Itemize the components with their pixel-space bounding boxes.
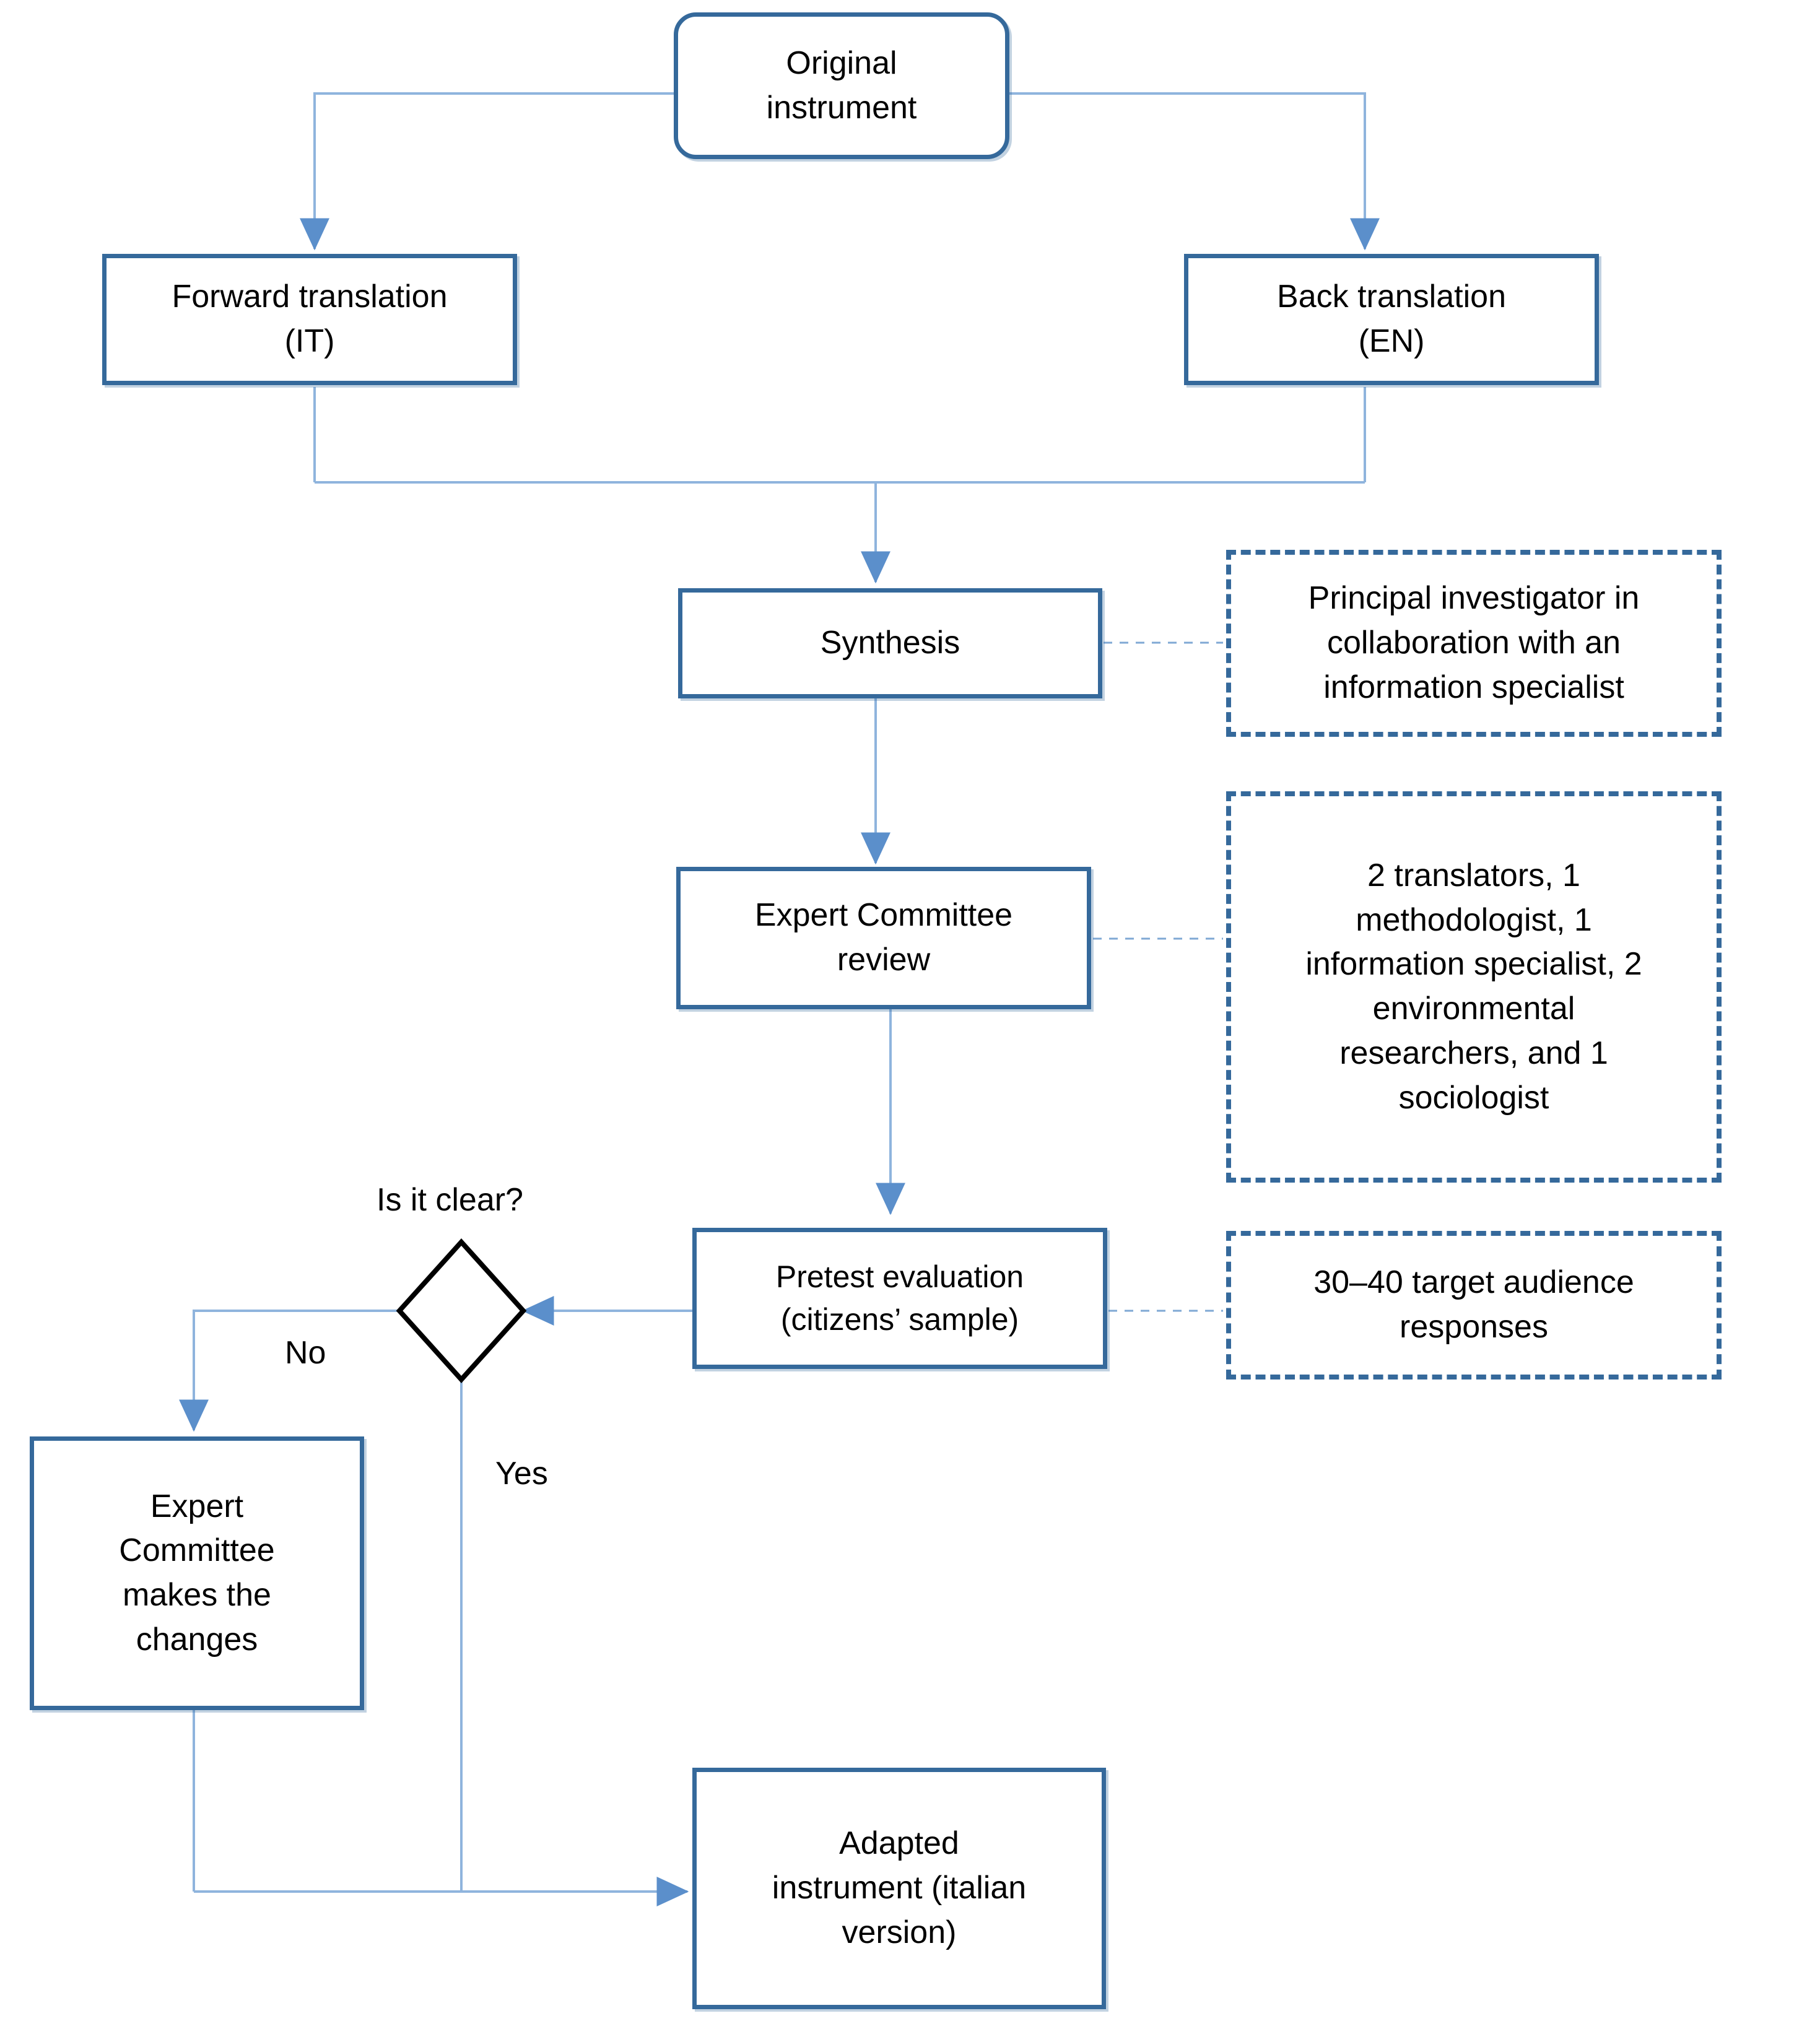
note-committee-label: 2 translators, 1 methodologist, 1 inform… <box>1305 857 1642 1116</box>
node-synthesis-label: Synthesis <box>820 625 960 661</box>
edge-original-to-forward <box>300 92 674 251</box>
node-adapted-instrument-label: Adapted instrument (italian version) <box>772 1825 1027 1950</box>
node-expert-committee-changes[interactable]: Expert Committee makes the changes <box>30 1436 364 1710</box>
node-original-instrument[interactable]: Original instrument <box>674 12 1009 159</box>
node-expert-committee-changes-label: Expert Committee makes the changes <box>119 1488 275 1658</box>
edge-original-to-back <box>1009 92 1380 251</box>
node-pretest-evaluation[interactable]: Pretest evaluation (citizens’ sample) <box>692 1228 1107 1369</box>
edge-label-no-text: No <box>285 1335 326 1371</box>
edge-decision-no <box>179 1310 399 1432</box>
node-forward-translation-label: Forward translation (IT) <box>172 279 448 359</box>
node-pretest-evaluation-label: Pretest evaluation (citizens’ sample) <box>775 1259 1024 1337</box>
edge-label-yes: Yes <box>495 1455 548 1492</box>
node-expert-committee-review-label: Expert Committee review <box>754 897 1013 978</box>
note-pretest: 30–40 target audience responses <box>1226 1231 1722 1379</box>
node-original-instrument-label: Original instrument <box>766 45 917 126</box>
edge-label-no: No <box>285 1334 326 1371</box>
note-synthesis-label: Principal investigator in collaboration … <box>1308 580 1640 705</box>
note-pretest-label: 30–40 target audience responses <box>1313 1264 1634 1345</box>
decision-diamond[interactable] <box>396 1238 527 1383</box>
node-forward-translation[interactable]: Forward translation (IT) <box>102 254 517 385</box>
node-expert-committee-review[interactable]: Expert Committee review <box>676 867 1091 1009</box>
note-synthesis: Principal investigator in collaboration … <box>1226 550 1722 737</box>
edge-label-yes-text: Yes <box>495 1456 548 1492</box>
node-back-translation-label: Back translation (EN) <box>1277 279 1506 359</box>
node-synthesis[interactable]: Synthesis <box>678 588 1102 698</box>
edge-label-decision-question-text: Is it clear? <box>377 1182 523 1218</box>
node-back-translation[interactable]: Back translation (EN) <box>1184 254 1599 385</box>
edge-label-decision-question: Is it clear? <box>377 1181 523 1219</box>
note-committee: 2 translators, 1 methodologist, 1 inform… <box>1226 791 1722 1183</box>
node-adapted-instrument[interactable]: Adapted instrument (italian version) <box>692 1768 1106 2009</box>
